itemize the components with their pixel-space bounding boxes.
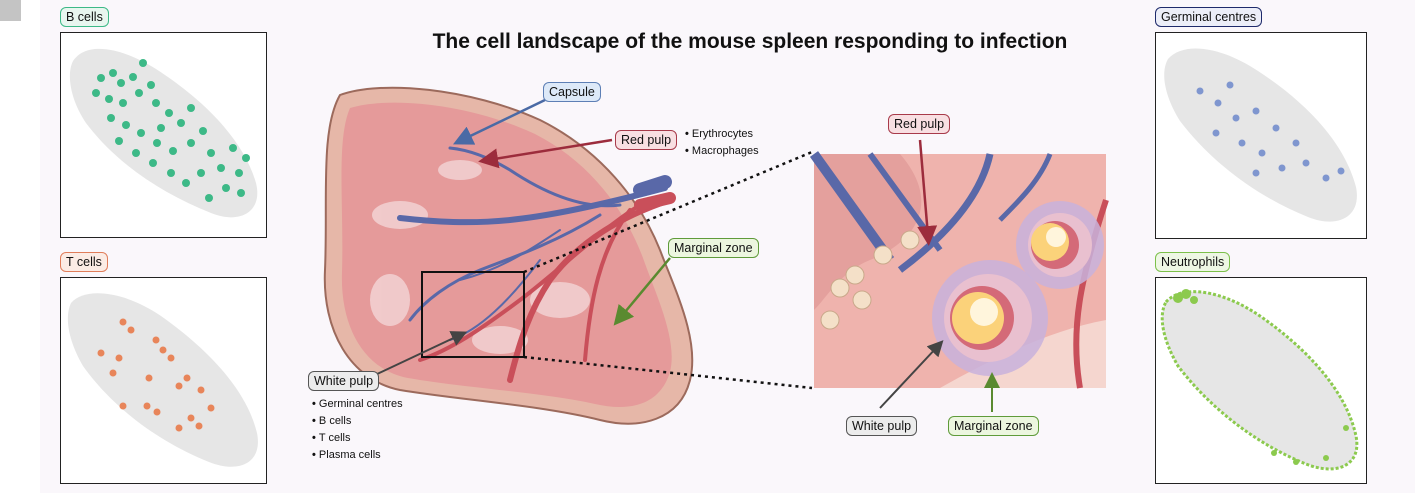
neutrophils-label: Neutrophils — [1155, 252, 1231, 272]
zoom-red-pulp-arrow — [917, 139, 938, 246]
germinal-centres-label: Germinal centres — [1155, 7, 1263, 27]
neutrophils-panel — [1155, 277, 1367, 484]
white-pulp-item: T cells — [312, 430, 403, 447]
t-cells-panel — [60, 277, 267, 484]
t-cells-map — [67, 293, 258, 467]
white-pulp-item: Plasma cells — [312, 447, 403, 464]
figure-canvas: The cell landscape of the mouse spleen r… — [40, 0, 1415, 493]
zoom-line-top — [523, 150, 813, 274]
capsule-arrow — [452, 98, 546, 145]
b-cells-panel — [60, 32, 267, 238]
germinal-centre-spots — [1196, 81, 1345, 182]
marginal-zone-label: Marginal zone — [668, 238, 759, 258]
tissue-outline — [67, 293, 258, 467]
germinal-centres-panel — [1155, 32, 1367, 239]
red-pulp-list: Erythrocytes Macrophages — [685, 126, 759, 160]
zoom-white-pulp-arrow — [879, 340, 944, 409]
zoom-red-pulp-label: Red pulp — [888, 114, 951, 134]
b-cell-spots — [92, 59, 250, 202]
red-pulp-item: Macrophages — [685, 143, 759, 160]
t-cells-label: T cells — [60, 252, 108, 272]
b-cells-label: B cells — [60, 7, 109, 27]
white-pulp-label: White pulp — [308, 371, 380, 391]
neutrophil-spots — [1173, 289, 1349, 465]
red-pulp-label: Red pulp — [615, 130, 678, 150]
zoomed-tissue — [809, 151, 1109, 389]
splenic-vein — [633, 175, 672, 197]
capsule-label: Capsule — [543, 82, 601, 102]
zoom-region-box — [421, 271, 525, 358]
zoom-marginal-zone-label: Marginal zone — [948, 416, 1039, 436]
b-cells-map — [69, 48, 258, 218]
white-pulp-item: B cells — [312, 413, 403, 430]
spleen-diagram — [323, 86, 1109, 425]
zoom-white-pulp-label: White pulp — [846, 416, 918, 436]
marginal-zone-arrow — [613, 257, 671, 326]
splenic-artery — [634, 192, 676, 211]
figure-title: The cell landscape of the mouse spleen r… — [432, 30, 1068, 53]
white-pulp-list: Germinal centres B cells T cells Plasma … — [312, 396, 403, 464]
tissue-outline — [1164, 48, 1357, 222]
white-pulp-item: Germinal centres — [312, 396, 403, 413]
white-pulp-regions — [370, 160, 590, 354]
t-cell-spots — [97, 318, 215, 432]
neutrophils-map — [1160, 289, 1359, 471]
tissue-outline — [69, 48, 258, 218]
white-pulp-arrow — [374, 331, 468, 376]
red-pulp-arrow — [478, 138, 613, 169]
red-pulp-item: Erythrocytes — [685, 126, 759, 143]
blood-vessels — [397, 146, 673, 383]
corner-marker — [0, 0, 21, 21]
germinal-centres-map — [1164, 48, 1357, 222]
tissue-outline — [1160, 290, 1359, 471]
